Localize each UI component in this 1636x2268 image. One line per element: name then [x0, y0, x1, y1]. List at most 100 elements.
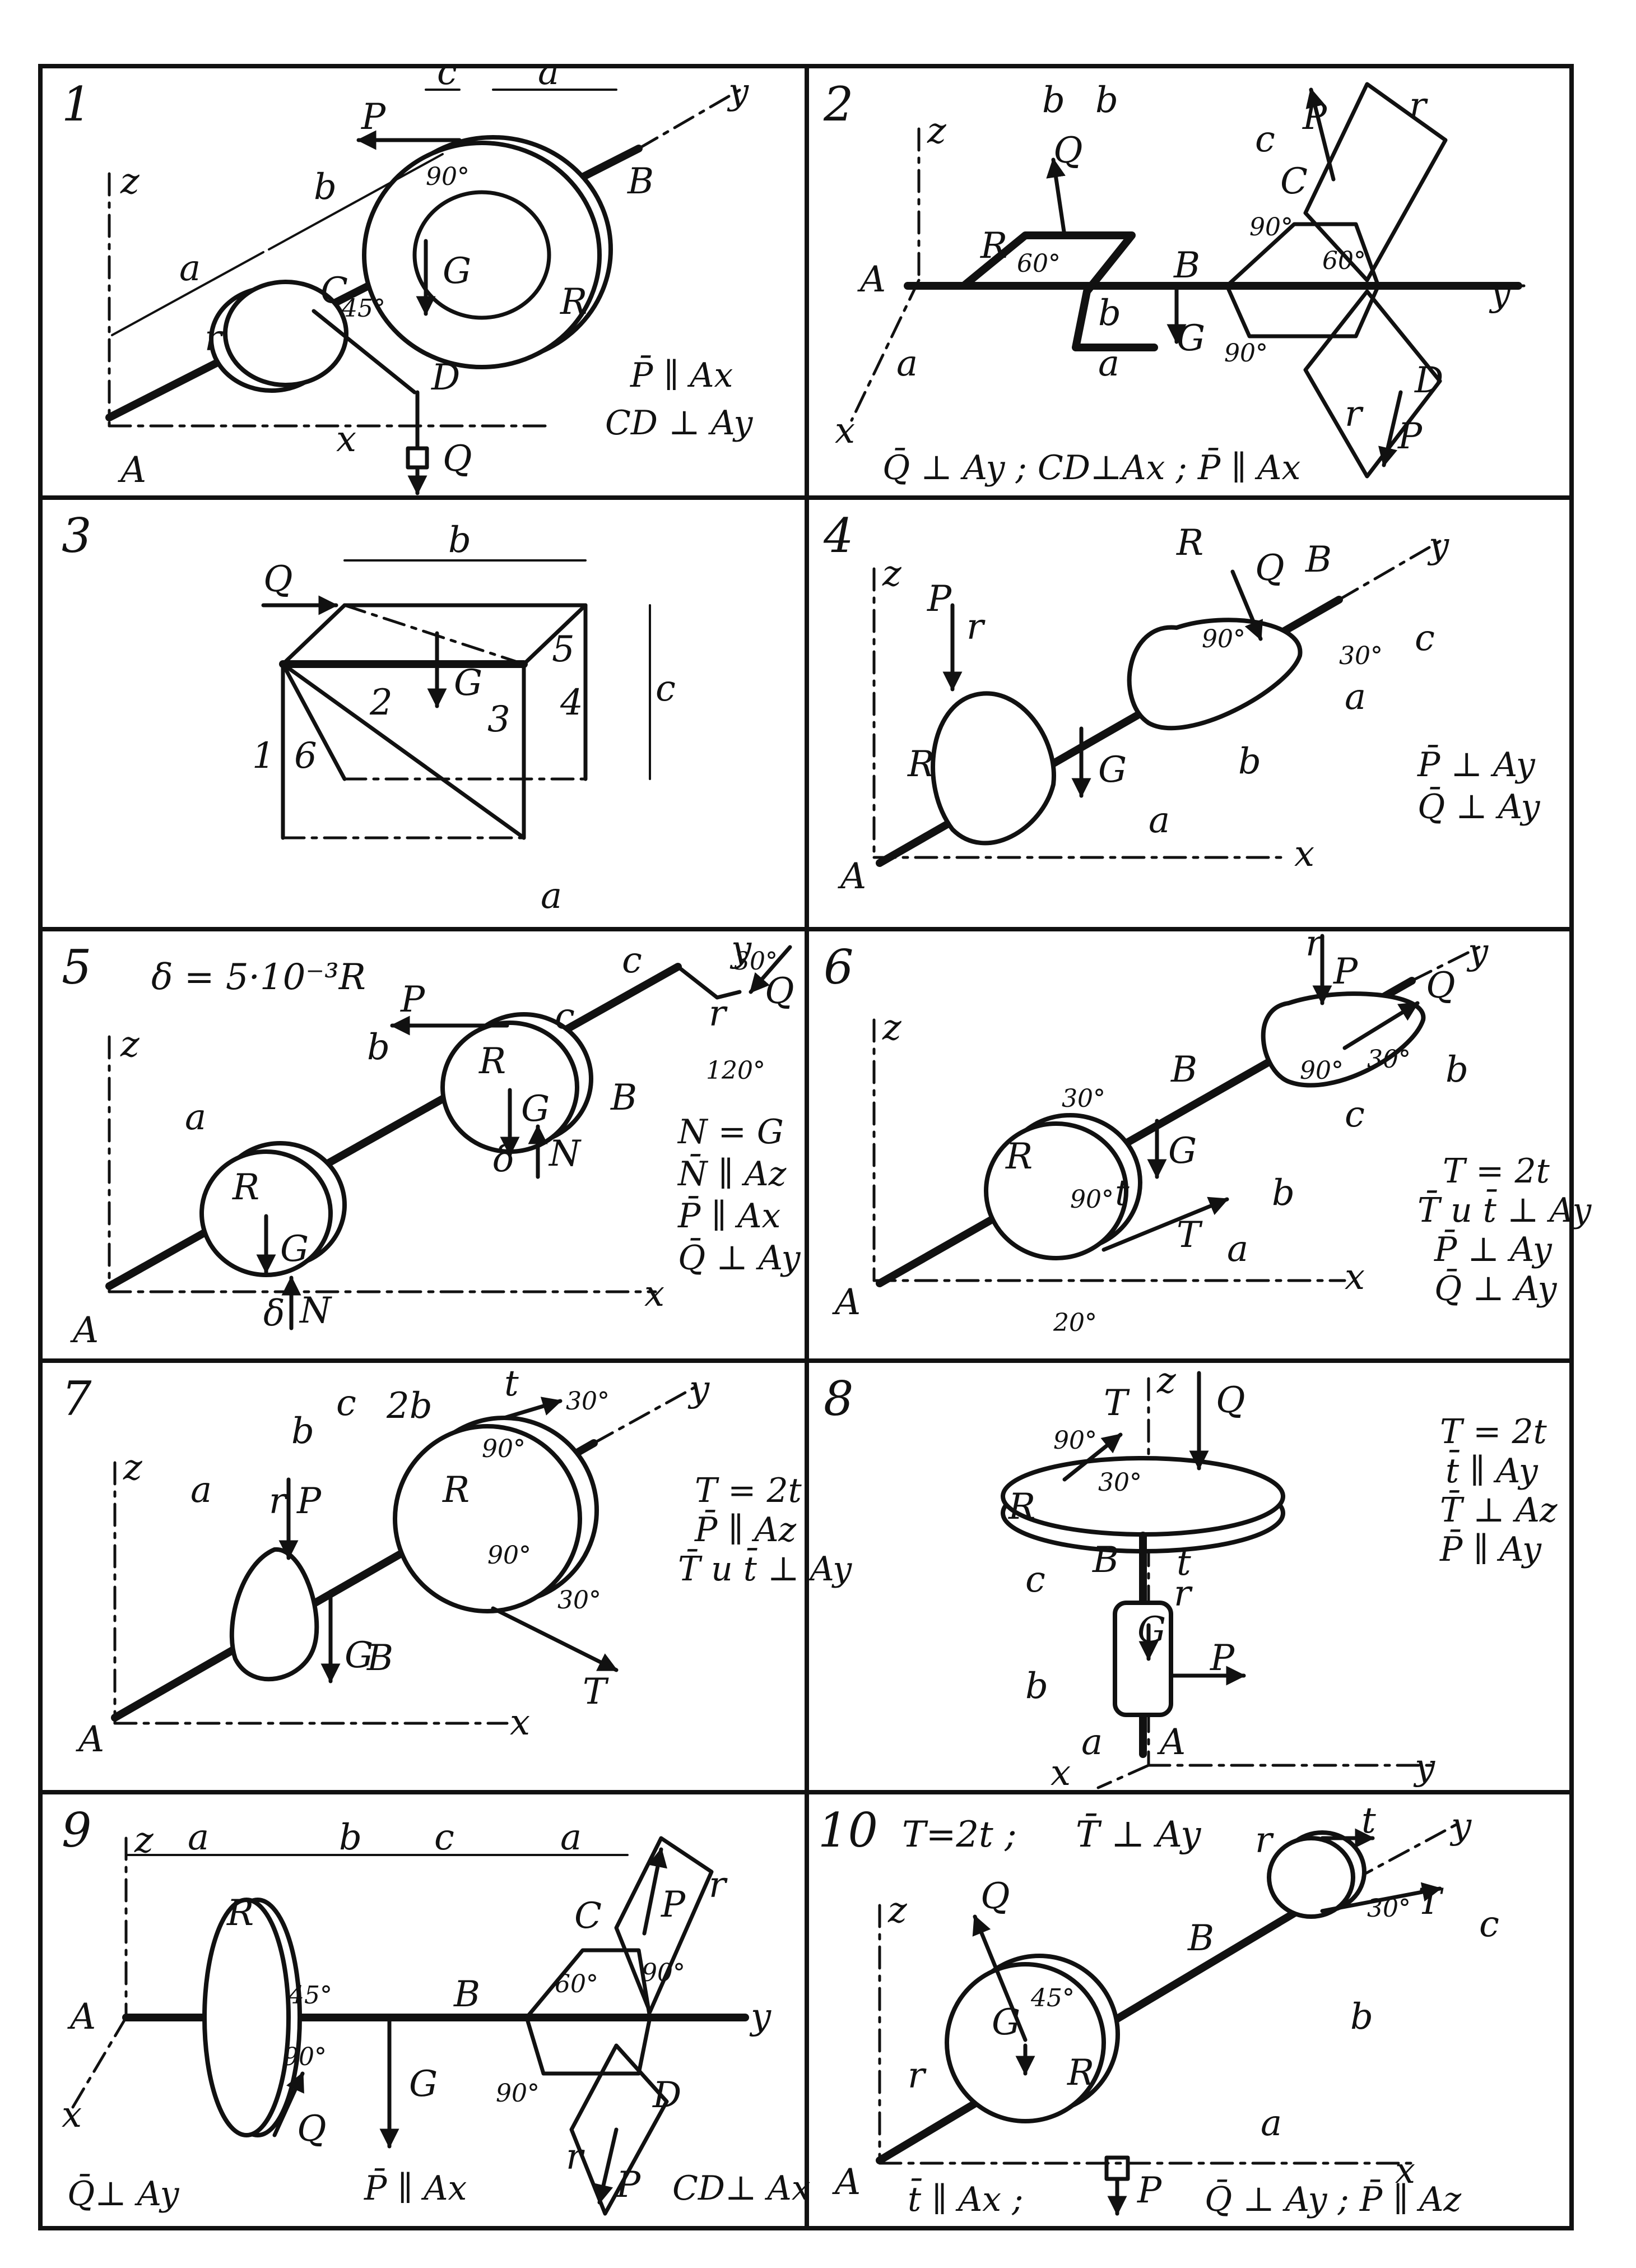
panel-5: 5 δ = 5·10⁻³R z y x A B G G N N P Q R R … — [38, 927, 809, 1363]
label-y: y — [749, 1996, 771, 2038]
wheel — [945, 1962, 1106, 2123]
disc — [1001, 1456, 1285, 1537]
label-a: a — [188, 1817, 209, 1858]
angle-30: 30° — [1339, 642, 1383, 670]
condition-1: Q̄ ⊥ Ay ; CD⊥Ax ; P̄ ∥ Ax — [882, 448, 1300, 488]
label-y: y — [729, 929, 752, 970]
force-T-arrow — [1101, 1196, 1229, 1252]
panel-5-number: 5 — [62, 940, 91, 995]
label-a: a — [179, 248, 201, 289]
label-r-upper: r — [709, 1865, 728, 1906]
label-y: y — [687, 1369, 710, 1410]
label-G: G — [1177, 318, 1205, 359]
label-P: P — [400, 979, 425, 1021]
wheel-1 — [199, 1149, 333, 1277]
label-c: c — [1415, 618, 1435, 659]
label-x: x — [336, 419, 356, 460]
label-R: R — [1067, 2052, 1094, 2094]
condition-2: t̄ ∥ Ay — [1446, 1450, 1539, 1491]
angle-90b: 90° — [642, 1959, 685, 1987]
formula-delta: δ = 5·10⁻³R — [151, 957, 366, 998]
angle-90: 90° — [1249, 213, 1293, 242]
label-t: t — [1115, 1172, 1130, 1214]
label-z: z — [1156, 1360, 1177, 1402]
condition-2: CD ⊥ Ay — [605, 403, 753, 443]
label-b: b — [339, 1817, 362, 1858]
label-r-upper: r — [1409, 85, 1428, 127]
label-T: T — [1177, 1214, 1203, 1256]
label-R: R — [442, 1469, 470, 1511]
panel-8-number: 8 — [824, 1371, 853, 1426]
force-T-arrow — [491, 1606, 619, 1672]
label-G: G — [1137, 1610, 1166, 1651]
label-a: a — [541, 875, 562, 917]
label-D: D — [431, 357, 460, 398]
label-B: B — [627, 161, 654, 202]
rod-5 — [522, 603, 588, 666]
condition-1: T = 2t — [695, 1471, 802, 1510]
condition-4: Q̄ ⊥ Ay — [1434, 1269, 1558, 1309]
label-R: R — [980, 225, 1007, 267]
crank — [960, 231, 1158, 351]
angle-90: 90° — [1070, 1185, 1114, 1214]
angle-90b: 90° — [487, 1541, 531, 1570]
y-axis — [592, 1383, 702, 1445]
condition-1: T = 2t — [1443, 1152, 1550, 1191]
label-r: r — [269, 1481, 288, 1522]
label-b: b — [291, 1411, 314, 1452]
label-T: T — [1417, 1881, 1444, 1923]
panel-10-number: 10 — [818, 1803, 878, 1858]
label-R: R — [1005, 1136, 1033, 1177]
label-z: z — [120, 161, 140, 202]
condition-2: Q̄ ⊥ Ay ; P̄ ∥ Az — [1205, 2179, 1461, 2219]
y-axis — [1410, 945, 1481, 982]
label-b3: b — [1098, 293, 1121, 334]
label-C: C — [320, 270, 348, 312]
condition-3: P̄ ∥ Ax — [677, 1196, 780, 1236]
label-z: z — [120, 1024, 140, 1065]
force-Q-arrow — [972, 1914, 1028, 2042]
label-Q: Q — [1255, 548, 1284, 589]
label-t: t — [1361, 1800, 1376, 1842]
condition-4: Q̄ ⊥ Ay — [678, 1238, 801, 1278]
angle-30: 30° — [1367, 1894, 1411, 1923]
label-2b: 2b — [386, 1385, 433, 1427]
weight-block — [1104, 2155, 1130, 2181]
condition-3: T̄ и t̄ ⊥ Ay — [678, 1548, 852, 1589]
label-r: r — [966, 606, 986, 648]
wheel — [393, 1424, 582, 1613]
label-c: c — [1345, 1094, 1365, 1135]
label-y: y — [1449, 1806, 1472, 1847]
label-c: c — [555, 996, 575, 1037]
label-4: 4 — [560, 682, 583, 723]
panel-9: 9 z y x A B C D G P P Q R r r a a b c 45… — [38, 1790, 811, 2230]
angle-45: 45° — [288, 1981, 332, 2010]
force-T-arrow — [1062, 1432, 1123, 1482]
label-a: a — [1345, 676, 1366, 718]
condition-1: Q̄⊥ Ay — [67, 2174, 180, 2214]
label-b: b — [314, 166, 337, 208]
label-z: z — [882, 1007, 902, 1049]
label-r: r — [1305, 923, 1324, 964]
label-D: D — [1414, 360, 1443, 401]
panel-6-number: 6 — [824, 940, 853, 995]
cam-disc — [1261, 991, 1426, 1088]
wheel — [202, 1898, 291, 2137]
angle-90b: 90° — [1224, 339, 1268, 368]
label-r: r — [908, 2055, 927, 2097]
condition-3: P̄ ⊥ Ay — [1434, 1230, 1553, 1269]
label-Q: Q — [980, 1876, 1010, 1917]
label-a: a — [1081, 1722, 1103, 1763]
label-Q: Q — [297, 2108, 326, 2150]
condition-3: CD⊥ Ax — [672, 2169, 811, 2208]
label-P: P — [296, 1481, 322, 1522]
label-Q: Q — [765, 971, 794, 1012]
label-G: G — [454, 662, 482, 704]
label-Q: Q — [1426, 965, 1455, 1007]
condition-2: Q̄ ⊥ Ay — [1417, 787, 1541, 827]
label-A: A — [832, 1282, 861, 1323]
label-r: r — [204, 318, 224, 359]
label-P: P — [361, 96, 386, 138]
angle-20: 20° — [1053, 1309, 1097, 1337]
